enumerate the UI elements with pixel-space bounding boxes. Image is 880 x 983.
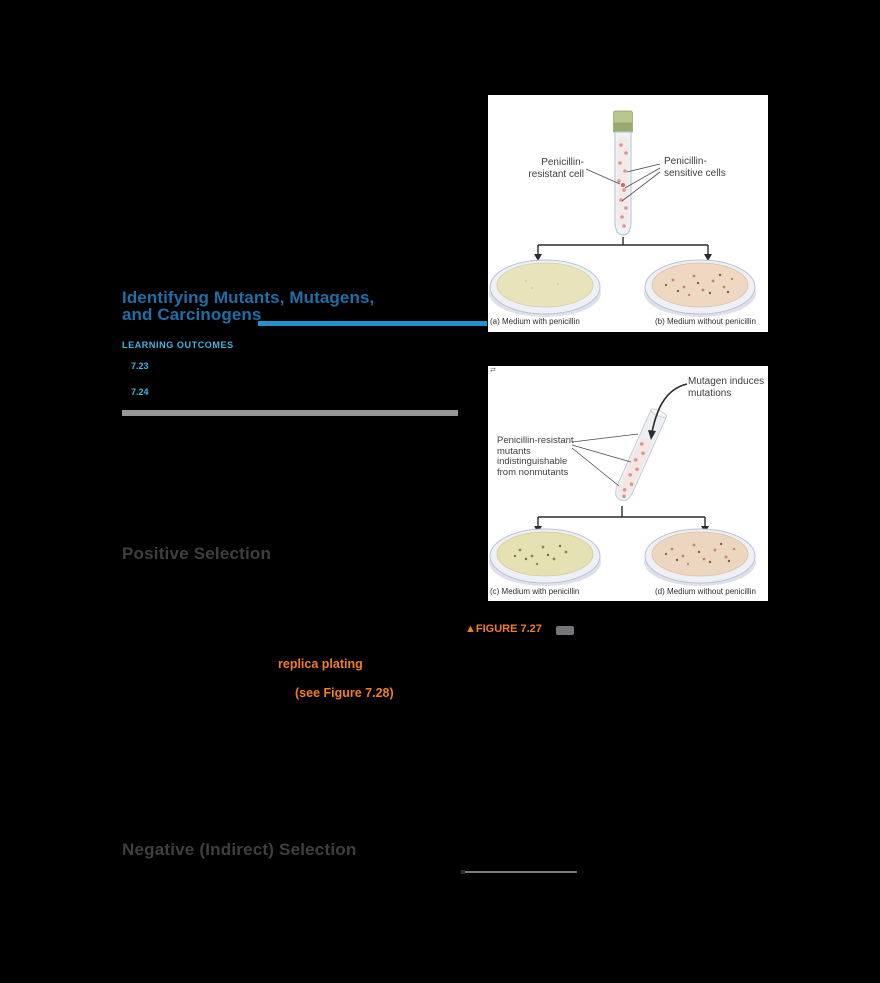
figure2-mutagen-label-line2: mutations <box>688 387 732 399</box>
label-pointer-lines <box>571 433 639 487</box>
mutant-cells-dots <box>622 442 645 499</box>
resistant-cell-dot <box>621 183 625 187</box>
figure2-left-label-line1: Penicillin-resistant <box>497 435 574 446</box>
figure2-caption-right: (d) Medium without penicillin <box>655 587 756 596</box>
figure-reference-link[interactable]: (see Figure 7.28) <box>295 686 394 700</box>
learning-outcomes-label: LEARNING OUTCOMES <box>122 340 234 350</box>
figure1-caption-right: (b) Medium without penicillin <box>655 317 756 326</box>
arrowhead-right <box>704 254 712 261</box>
bottom-thin-rule <box>465 871 577 873</box>
figure-caption-text-fragment <box>556 626 574 635</box>
key-term-link[interactable]: replica plating <box>278 657 363 671</box>
branch-arrows <box>537 506 706 526</box>
arrowhead-left <box>534 254 542 261</box>
figure2-caption-left: (c) Medium with penicillin <box>490 587 580 596</box>
figure2-left-label-line4: from nonmutants <box>497 466 569 478</box>
figure2-mutagen-label-line1: Mutagen induces <box>688 376 765 387</box>
petri-dish-without-penicillin <box>644 259 756 317</box>
figure1-artwork <box>489 110 756 317</box>
tiny-marker-icon: ⇄ <box>490 367 496 374</box>
figure2-mutagen-label: Mutagen induces mutations <box>688 376 766 399</box>
figure1-left-label: Penicillin- resistant cell <box>506 157 584 180</box>
figure2-left-label-line2: mutants <box>497 445 531 457</box>
label-pointer-lines <box>585 163 661 202</box>
heading-negative-selection: Negative (Indirect) Selection <box>122 840 357 859</box>
section-title-line2: and Carcinogens <box>122 305 262 324</box>
figure1-right-label-line2: sensitive cells <box>664 167 726 179</box>
figure-positive-selection-part-a: Penicillin- resistant cell Penicillin- s… <box>488 95 768 332</box>
test-tube <box>613 110 633 236</box>
figure1-right-label-line1: Penicillin- <box>664 156 707 167</box>
figure2-left-label-line3: indistinguishable <box>497 456 568 467</box>
branch-arrows <box>537 237 709 254</box>
figure2-left-label: Penicillin-resistant mutants indistingui… <box>497 435 602 478</box>
figure1-right-label: Penicillin- sensitive cells <box>664 156 739 179</box>
section-title-line1: Identifying Mutants, Mutagens, <box>122 288 375 307</box>
heading-positive-selection: Positive Selection <box>122 544 272 563</box>
figure-positive-selection-part-b: ⇄ Mutagen induces mutations Penicillin-r… <box>488 366 768 601</box>
tilted-test-tube <box>615 408 668 502</box>
figure2-artwork <box>489 383 756 586</box>
section-divider <box>122 410 458 416</box>
mutagen-arrow <box>648 383 688 440</box>
petri-dish-without-penicillin <box>644 528 756 586</box>
figure1-left-label-line2: resistant cell <box>528 168 584 180</box>
objective-number-2: 7.24 <box>131 387 149 397</box>
sensitive-cells-dots <box>617 143 628 228</box>
petri-dish-with-penicillin <box>489 259 601 317</box>
section-title-rule <box>258 321 487 326</box>
figure1-caption-left: (a) Medium with penicillin <box>490 317 580 326</box>
petri-dish-with-penicillin <box>489 528 601 586</box>
objective-number-1: 7.23 <box>131 361 149 371</box>
figure-caption-label[interactable]: ▲FIGURE 7.27 <box>465 623 542 635</box>
figure1-left-label-line1: Penicillin- <box>541 157 584 168</box>
rule-end-tick <box>461 870 465 874</box>
